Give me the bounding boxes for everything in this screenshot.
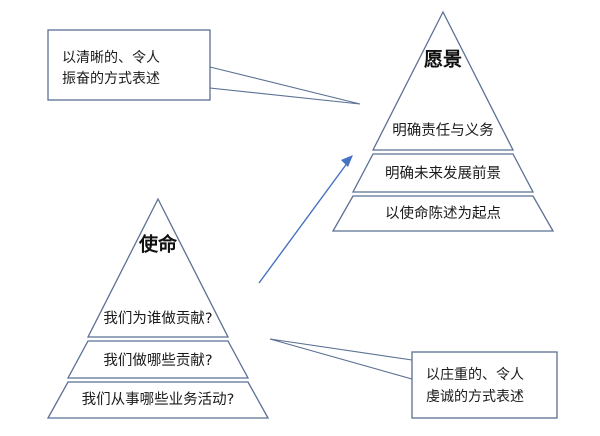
pyramid-mission-band-1-label: 我们做哪些贡献? — [103, 352, 212, 369]
mission-to-vision-arrow-line — [258, 161, 349, 284]
pyramid-mission-apex-shape — [86, 197, 230, 338]
callout-vision-line-0: 以清晰的、令人 — [62, 50, 160, 66]
pyramid-vision-band-1-label: 明确未来发展前景 — [385, 165, 501, 182]
callout-mission-line-0: 以庄重的、令人 — [426, 366, 524, 383]
callout-vision-tail — [209, 66, 361, 105]
callout-vision-box — [47, 29, 211, 101]
pyramid-vision-apex-shape — [371, 10, 515, 151]
pyramid-mission-band-2-label: 我们从事哪些业务活动? — [82, 391, 235, 408]
pyramid-mission-band-2-shape — [46, 381, 270, 419]
mission-to-vision-arrow-head — [341, 155, 353, 167]
pyramid-vision-band-0-label: 明确责任与义务 — [392, 122, 494, 139]
pyramid-vision[interactable]: 愿景 明确责任与义务 明确未来发展前景 以使命陈述为起点 — [331, 10, 555, 232]
callout-mission-box — [411, 351, 558, 419]
callout-mission-tail — [269, 338, 413, 380]
callout-mission-line-1: 虔诚的方式表述 — [426, 389, 524, 405]
pyramid-vision-band-2-label: 以使命陈述为起点 — [385, 204, 501, 222]
callout-mission[interactable]: 以庄重的、令人 虔诚的方式表述 — [269, 338, 558, 419]
pyramid-vision-band-1-shape — [351, 153, 535, 193]
pyramid-mission-band-1-shape — [66, 340, 250, 379]
pyramid-mission-band-0-label: 我们为谁做贡献? — [103, 310, 212, 327]
mission-to-vision-arrow — [258, 155, 353, 284]
pyramid-mission[interactable]: 使命 我们为谁做贡献? 我们做哪些贡献? 我们从事哪些业务活动? — [46, 197, 270, 419]
callout-vision[interactable]: 以清晰的、令人 振奋的方式表述 — [47, 29, 361, 105]
pyramid-vision-band-2-shape — [331, 195, 555, 232]
pyramid-vision-apex-label: 愿景 — [424, 49, 462, 71]
callout-vision-line-1: 振奋的方式表述 — [62, 71, 160, 87]
pyramid-mission-apex-label: 使命 — [138, 233, 178, 256]
